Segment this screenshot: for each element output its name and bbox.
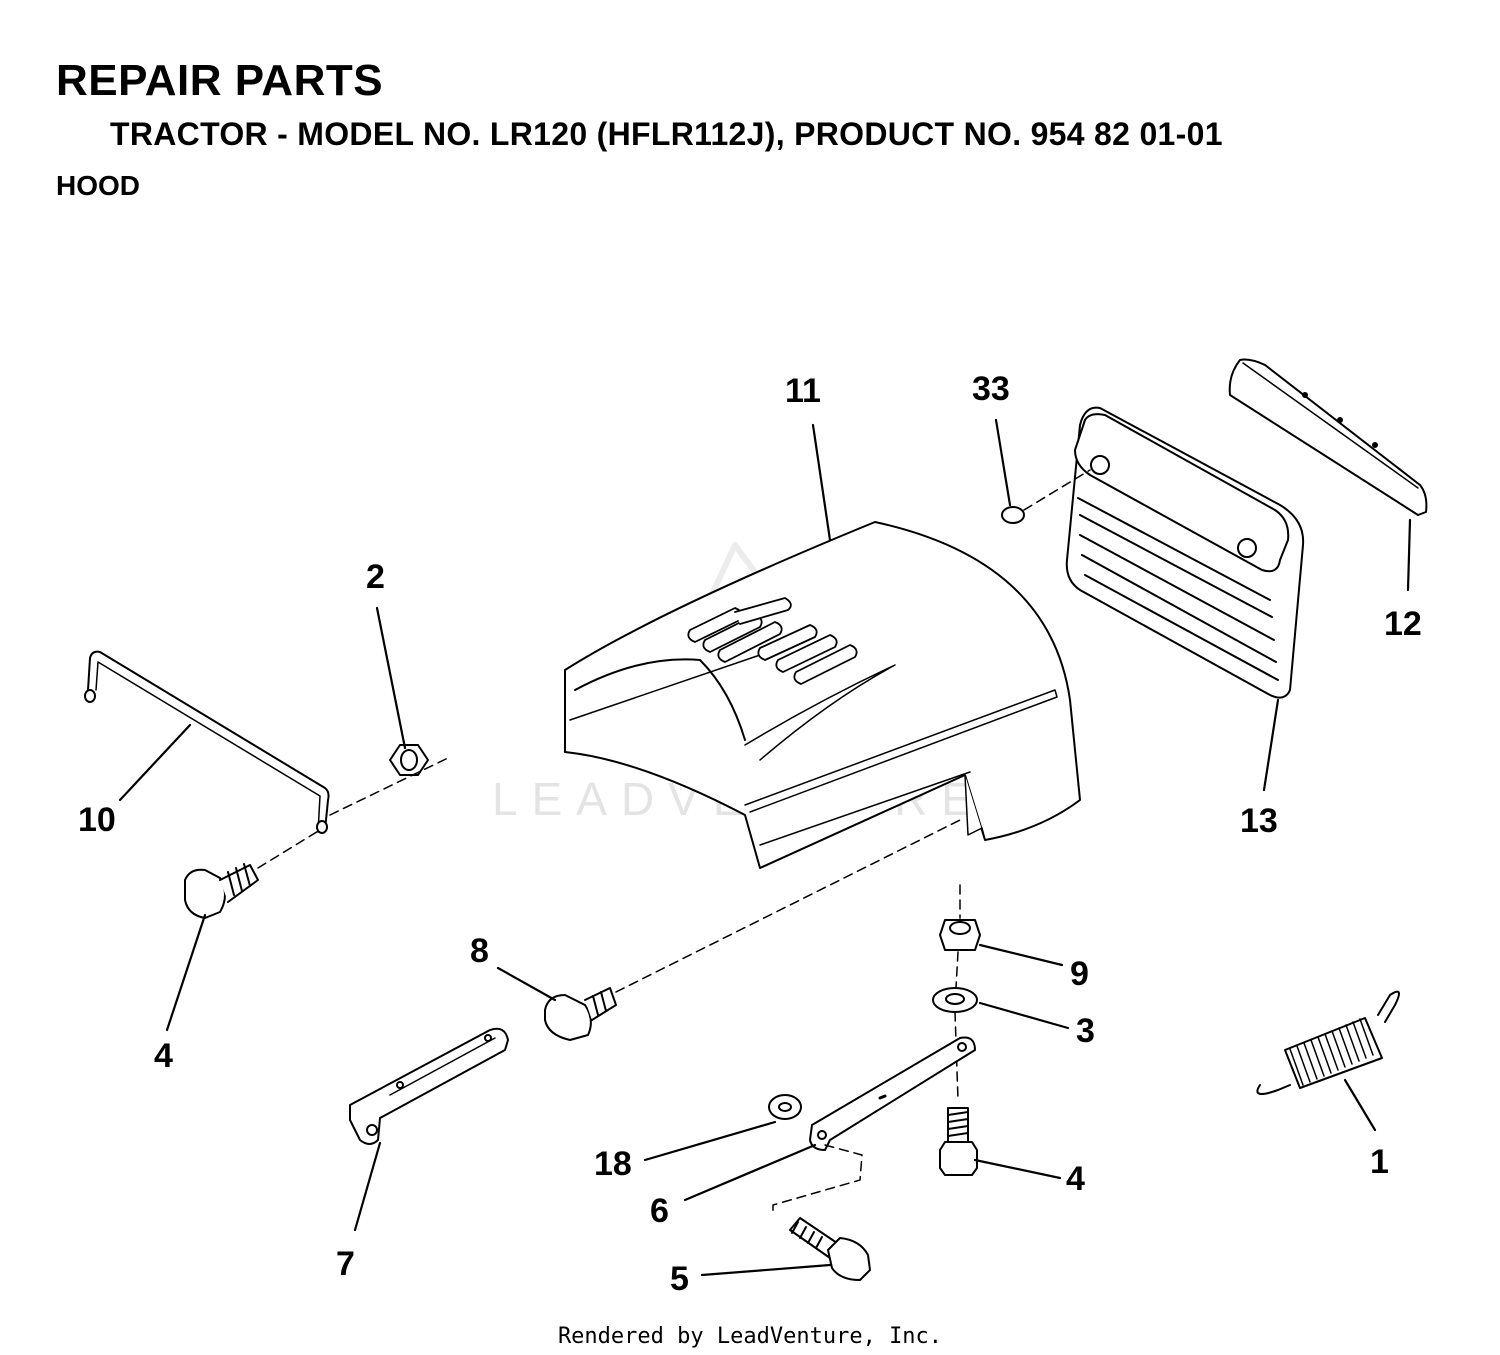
callout-2: 2	[366, 558, 385, 596]
page-title: REPAIR PARTS	[56, 56, 384, 105]
bolt-part-8	[544, 987, 617, 1041]
washer-part-18	[768, 1094, 802, 1120]
callout-33: 33	[972, 370, 1010, 408]
page-subtitle: TRACTOR - MODEL NO. LR120 (HFLR112J), PR…	[110, 116, 1223, 152]
bracket-part-6	[809, 1036, 976, 1151]
callout-8: 8	[470, 932, 489, 970]
washer-part-3	[932, 987, 978, 1013]
callout-3: 3	[1076, 1012, 1095, 1050]
grille-trim-part	[1228, 358, 1428, 516]
callout-13: 13	[1240, 802, 1278, 840]
hood-vent-slots	[687, 597, 858, 685]
callout-11: 11	[785, 372, 821, 410]
leader-lines	[118, 418, 1412, 1277]
nut-part-2	[389, 744, 429, 776]
callout-18: 18	[594, 1145, 632, 1183]
callout-9: 9	[1070, 955, 1089, 993]
bolt-part-4b	[939, 1107, 978, 1176]
bracket-part-7	[349, 1027, 509, 1145]
bolt-part-4a	[184, 863, 259, 919]
callout-10: 10	[78, 801, 116, 839]
callout-labels: 11 33 12 13 2 10 4 8 9 3 1 4 18 6 5 7	[78, 370, 1422, 1298]
callout-4a: 4	[154, 1037, 173, 1075]
callout-5: 5	[670, 1260, 689, 1298]
bolt-part-5	[789, 1217, 871, 1281]
grille-part	[1065, 406, 1305, 699]
hood-part	[564, 521, 1081, 869]
callout-4b: 4	[1066, 1160, 1085, 1198]
spring-part	[1256, 990, 1400, 1095]
callout-6: 6	[650, 1192, 669, 1230]
callout-1: 1	[1370, 1143, 1389, 1181]
callout-7: 7	[336, 1245, 355, 1283]
section-title: HOOD	[56, 170, 140, 201]
plug-part	[1001, 506, 1025, 524]
hood-rod-part	[84, 650, 330, 834]
callout-12: 12	[1384, 605, 1422, 643]
footer-credit: Rendered by LeadVenture, Inc.	[557, 1324, 943, 1349]
nut-part-9	[939, 919, 981, 951]
